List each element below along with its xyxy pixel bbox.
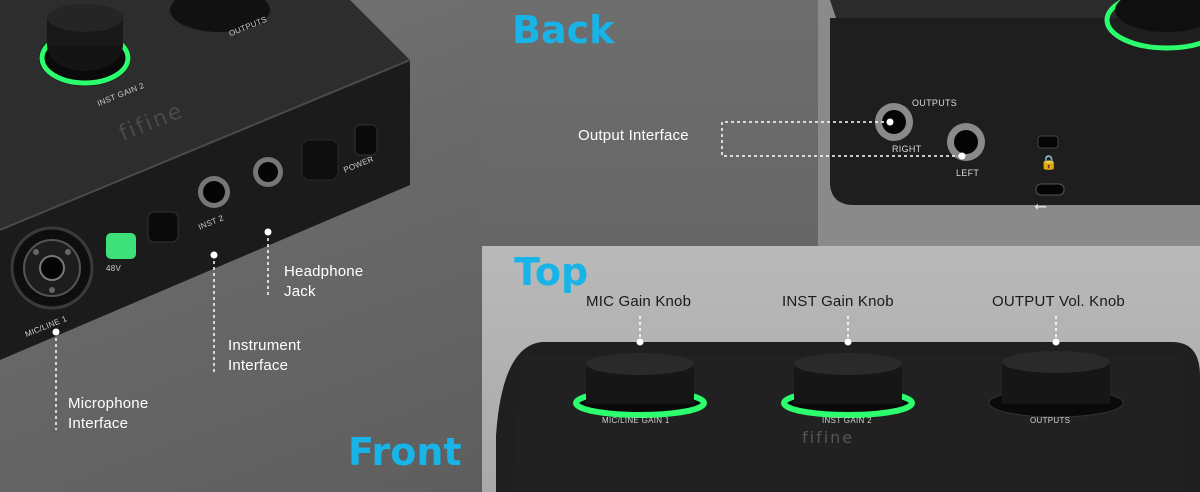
top-device-illustration bbox=[496, 316, 1200, 492]
inst-gain-knob bbox=[781, 353, 915, 418]
mic-line-gain-1-print: MIC/LINE GAIN 1 bbox=[602, 416, 670, 425]
outputs-print-back: OUTPUTS bbox=[912, 98, 958, 108]
back-device-illustration bbox=[721, 0, 1200, 205]
direct-monitor-knob bbox=[301, 139, 339, 181]
back-device-face bbox=[830, 18, 1200, 205]
usb-c-port bbox=[1035, 183, 1065, 196]
headphone-label-line1: Headphone bbox=[284, 263, 364, 280]
xlr-combo-jack bbox=[10, 226, 94, 310]
microphone-label-line1: Microphone bbox=[68, 395, 149, 412]
back-knob-glow bbox=[1104, 0, 1200, 51]
headphone-jack bbox=[253, 157, 283, 187]
power-switch bbox=[354, 124, 378, 156]
headphone-label-line2: Jack bbox=[284, 283, 316, 300]
front-device-face bbox=[0, 60, 410, 360]
mic-gain-knob-label: MIC Gain Knob bbox=[586, 293, 692, 310]
output-volume-knob bbox=[988, 351, 1124, 418]
phantom-48v-print: 48V bbox=[106, 264, 122, 273]
usb-icon: ⭠ bbox=[1034, 198, 1047, 215]
brand-logo-top: fifine bbox=[802, 428, 855, 447]
outputs-knob-partial bbox=[170, 0, 270, 32]
lock-slot bbox=[1037, 135, 1059, 149]
output-jack-left bbox=[947, 123, 985, 161]
back-view-panel: OUTPUTS RIGHT LEFT 🔒 ⭠ Output Interface … bbox=[482, 0, 1200, 246]
lock-icon: 🔒 bbox=[1040, 154, 1058, 170]
instrument-jack bbox=[198, 176, 230, 208]
left-print: LEFT bbox=[956, 168, 980, 178]
top-view-panel: MIC/LINE GAIN 1 INST GAIN 2 OUTPUTS fifi… bbox=[482, 246, 1200, 492]
front-callout-lines bbox=[55, 232, 269, 430]
inst-gain-knob-label: INST Gain Knob bbox=[782, 293, 894, 310]
instrument-interface-label: Instrument Interface bbox=[228, 336, 301, 376]
instrument-label-line2: Interface bbox=[228, 357, 289, 374]
inst-gain-knob-front bbox=[39, 4, 131, 86]
front-section-title: Front bbox=[348, 430, 462, 474]
output-callout-lines bbox=[721, 121, 962, 157]
front-view-panel: MIC/LINE 1 48V INST 2 POWER INST GAIN 2 … bbox=[0, 0, 482, 492]
headphone-jack-label: Headphone Jack bbox=[284, 262, 363, 302]
instrument-label-line1: Instrument bbox=[228, 337, 301, 354]
outputs-print-top: OUTPUTS bbox=[1030, 416, 1071, 425]
microphone-interface-label: Microphone Interface bbox=[68, 394, 148, 434]
output-jack-right bbox=[875, 103, 913, 141]
front-device-illustration bbox=[0, 0, 411, 430]
phantom-power-button bbox=[106, 233, 136, 259]
microphone-label-line2: Interface bbox=[68, 415, 129, 432]
right-print: RIGHT bbox=[892, 144, 922, 154]
output-vol-knob-label: OUTPUT Vol. Knob bbox=[992, 293, 1125, 310]
top-callout-lines bbox=[639, 316, 1057, 342]
output-interface-label: Output Interface bbox=[578, 127, 689, 144]
mic-gain-knob bbox=[573, 353, 707, 418]
back-section-title: Back bbox=[512, 8, 615, 52]
top-section-title: Top bbox=[514, 250, 589, 294]
input-selector-switch bbox=[147, 211, 179, 243]
inst-gain-2-print-top: INST GAIN 2 bbox=[822, 416, 872, 425]
